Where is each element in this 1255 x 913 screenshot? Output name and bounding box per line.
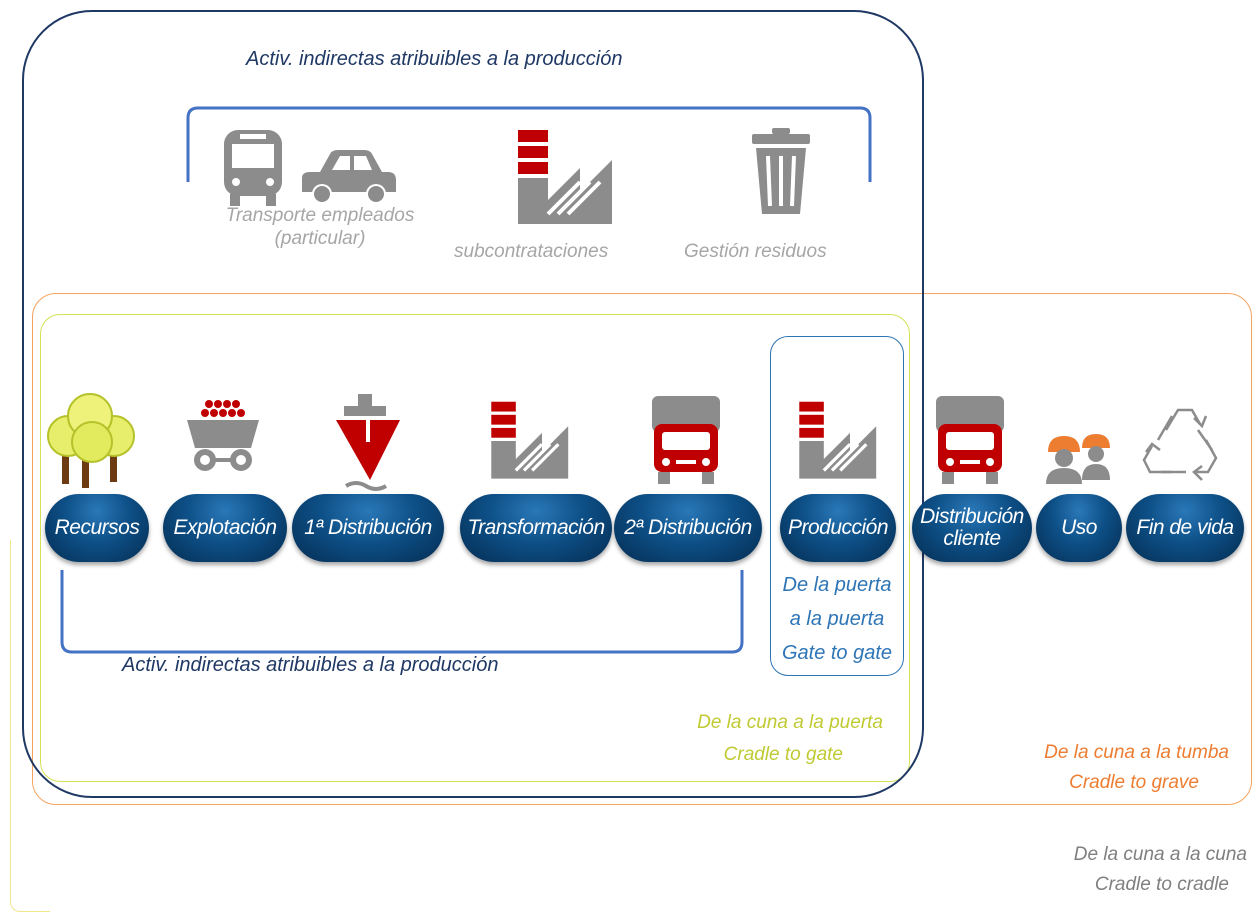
gate-to-gate-line1: De la puerta: [782, 574, 892, 596]
cradle-to-cradle-line2: Cradle to cradle: [1094, 874, 1229, 895]
stage-explotacion[interactable]: Explotación: [163, 494, 287, 562]
stage-segunda-distribucion[interactable]: 2ª Distribución: [614, 494, 762, 562]
stage-fin-de-vida[interactable]: Fin de vida: [1126, 494, 1244, 562]
factory-production-icon: [799, 401, 877, 479]
stage-label-line1: Distribución: [920, 505, 1024, 528]
ship-icon: [336, 394, 400, 491]
stage-primera-distribucion[interactable]: 1ª Distribución: [292, 494, 444, 562]
cradle-to-grave-line1: De la cuna a la tumba: [1044, 742, 1229, 763]
transport-label-2: (particular): [274, 228, 366, 249]
gate-to-gate-line3: Gate to gate: [781, 642, 893, 664]
waste-label: Gestión residuos: [684, 241, 827, 262]
cradle-to-grave-box: [32, 293, 1252, 805]
car-icon: [302, 150, 396, 204]
stage-produccion[interactable]: Producción: [780, 494, 896, 562]
indirect-bottom-title: Activ. indirectas atribuibles a la produ…: [122, 654, 499, 676]
cradle-to-grave-line2: Cradle to grave: [1069, 772, 1199, 793]
stage-label: Explotación: [173, 516, 277, 539]
stage-recursos[interactable]: Recursos: [45, 494, 149, 562]
stage-label: Producción: [787, 516, 889, 539]
mine-cart-icon: [187, 400, 259, 471]
transport-label-1: Transporte empleados: [225, 205, 415, 226]
cradle-to-gate-box: [40, 314, 910, 782]
cradle-to-gate-line1: De la cuna a la puerta: [697, 712, 883, 733]
bus-icon: [224, 130, 282, 206]
truck-client-icon: [936, 396, 1004, 484]
stage-distribucion-cliente[interactable]: Distribución cliente: [912, 494, 1032, 562]
gate-to-gate-line2: a la puerta: [789, 608, 885, 630]
stage-label-line2: cliente: [943, 527, 1001, 550]
stage-label: Uso: [1061, 516, 1097, 539]
stage-label-wrap: Distribución cliente: [920, 506, 1024, 550]
gate-to-gate-box: [770, 336, 904, 676]
factory-icon: [491, 401, 569, 479]
stage-label: Recursos: [54, 516, 140, 539]
stage-label: Fin de vida: [1136, 516, 1234, 539]
recycle-icon: [1142, 408, 1218, 481]
workers-icon: [1046, 434, 1110, 484]
factory-red-icon: [518, 130, 612, 224]
stage-transformacion[interactable]: Transformación: [460, 494, 612, 562]
indirect-top-title: Activ. indirectas atribuibles a la produ…: [246, 48, 623, 70]
subcontracting-label: subcontrataciones: [454, 241, 609, 262]
stage-uso[interactable]: Uso: [1036, 494, 1122, 562]
tree-icon: [47, 393, 135, 488]
cradle-to-cradle-line1: De la cuna a la cuna: [1073, 844, 1247, 865]
cradle-to-gate-line2: Cradle to gate: [723, 744, 843, 765]
stage-label: 1ª Distribución: [304, 516, 432, 539]
truck-icon: [652, 396, 720, 484]
stage-label: 2ª Distribución: [624, 516, 752, 539]
stage-label: Transformación: [467, 516, 605, 539]
trash-icon: [752, 128, 810, 214]
indirect-activities-box: [22, 10, 924, 798]
cradle-to-cradle-boundary: [10, 540, 50, 912]
